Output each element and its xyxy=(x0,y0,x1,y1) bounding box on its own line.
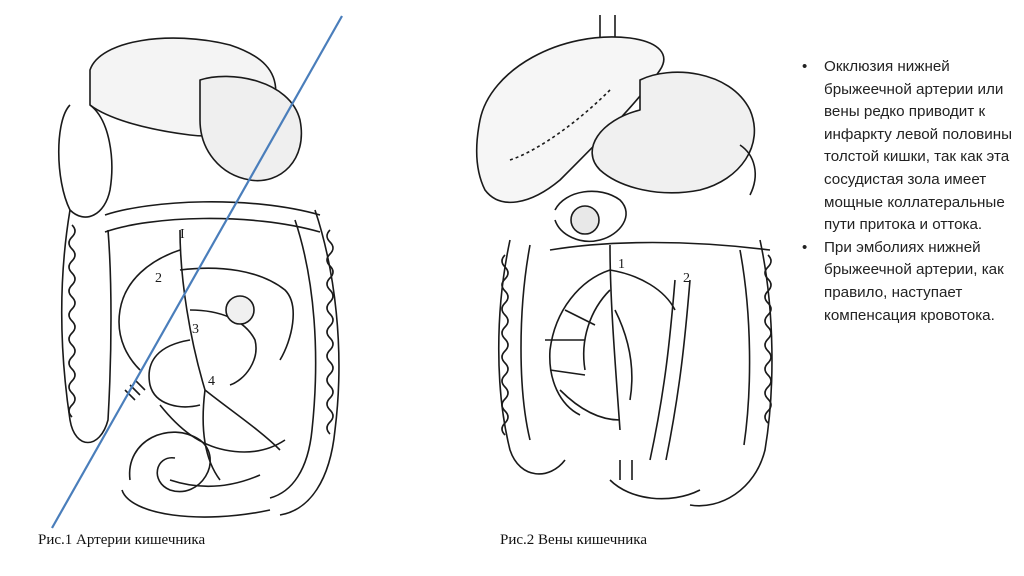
figure1-marker-2: 2 xyxy=(155,271,162,286)
figure2-marker-2: 2 xyxy=(683,271,690,286)
bullet-dot-icon: • xyxy=(802,238,808,256)
bullet-item: • Окклюзия нижней брыжеечной артерии или… xyxy=(800,56,1015,237)
figure1-marker-3: 3 xyxy=(192,322,199,337)
figure1-marker-4: 4 xyxy=(208,374,215,389)
figure2-marker-1: 1 xyxy=(618,257,625,272)
figure1-marker-1: I xyxy=(180,227,185,242)
figure2-caption: Рис.2 Вены кишечника xyxy=(500,532,648,548)
bullet-list: • Окклюзия нижней брыжеечной артерии или… xyxy=(800,56,1015,327)
bullet-text: Окклюзия нижней брыжеечной артерии или в… xyxy=(824,58,1013,234)
diagonal-annotation-line xyxy=(51,15,343,529)
bullet-text: При эмболиях нижней брыжеечной артерии, … xyxy=(824,238,1004,324)
figure1-caption: Рис.1 Артерии кишечника xyxy=(38,532,206,548)
bullet-dot-icon: • xyxy=(802,58,808,75)
bullet-item: • При эмболиях нижней брыжеечной артерии… xyxy=(800,237,1015,327)
veins-illustration: 1 2 xyxy=(475,15,773,507)
arteries-illustration: I 2 3 4 xyxy=(51,15,343,529)
